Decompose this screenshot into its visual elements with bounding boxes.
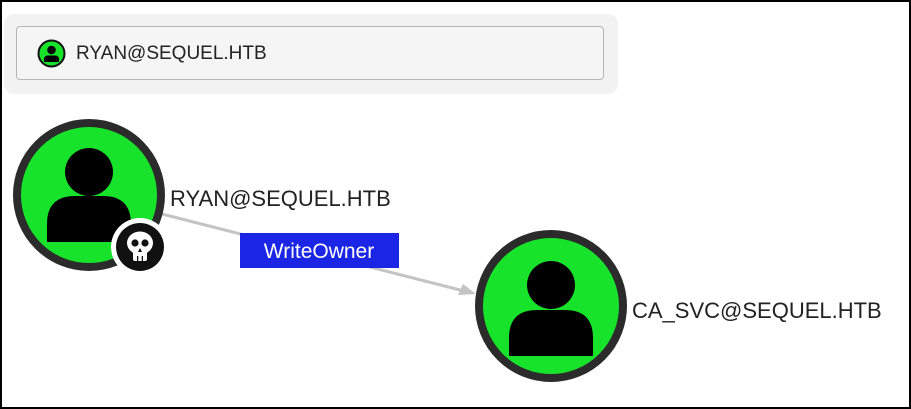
search-panel: RYAN@SEQUEL.HTB: [4, 14, 618, 94]
user-icon: [509, 261, 593, 356]
skull-icon: [111, 218, 169, 276]
user-icon: [47, 148, 131, 242]
search-selected-node: RYAN@SEQUEL.HTB: [76, 43, 267, 64]
node-ca-svc[interactable]: [475, 230, 627, 382]
edge-writeowner[interactable]: WriteOwner: [161, 212, 476, 295]
search-input[interactable]: RYAN@SEQUEL.HTB: [16, 26, 604, 80]
node-label-ca-svc[interactable]: CA_SVC@SEQUEL.HTB: [632, 298, 882, 323]
edge-label[interactable]: WriteOwner: [264, 240, 374, 263]
edge-label-box: [240, 233, 399, 268]
node-label-ryan[interactable]: RYAN@SEQUEL.HTB: [170, 186, 391, 211]
node-ryan[interactable]: [13, 119, 169, 276]
user-node-icon: [37, 39, 66, 68]
